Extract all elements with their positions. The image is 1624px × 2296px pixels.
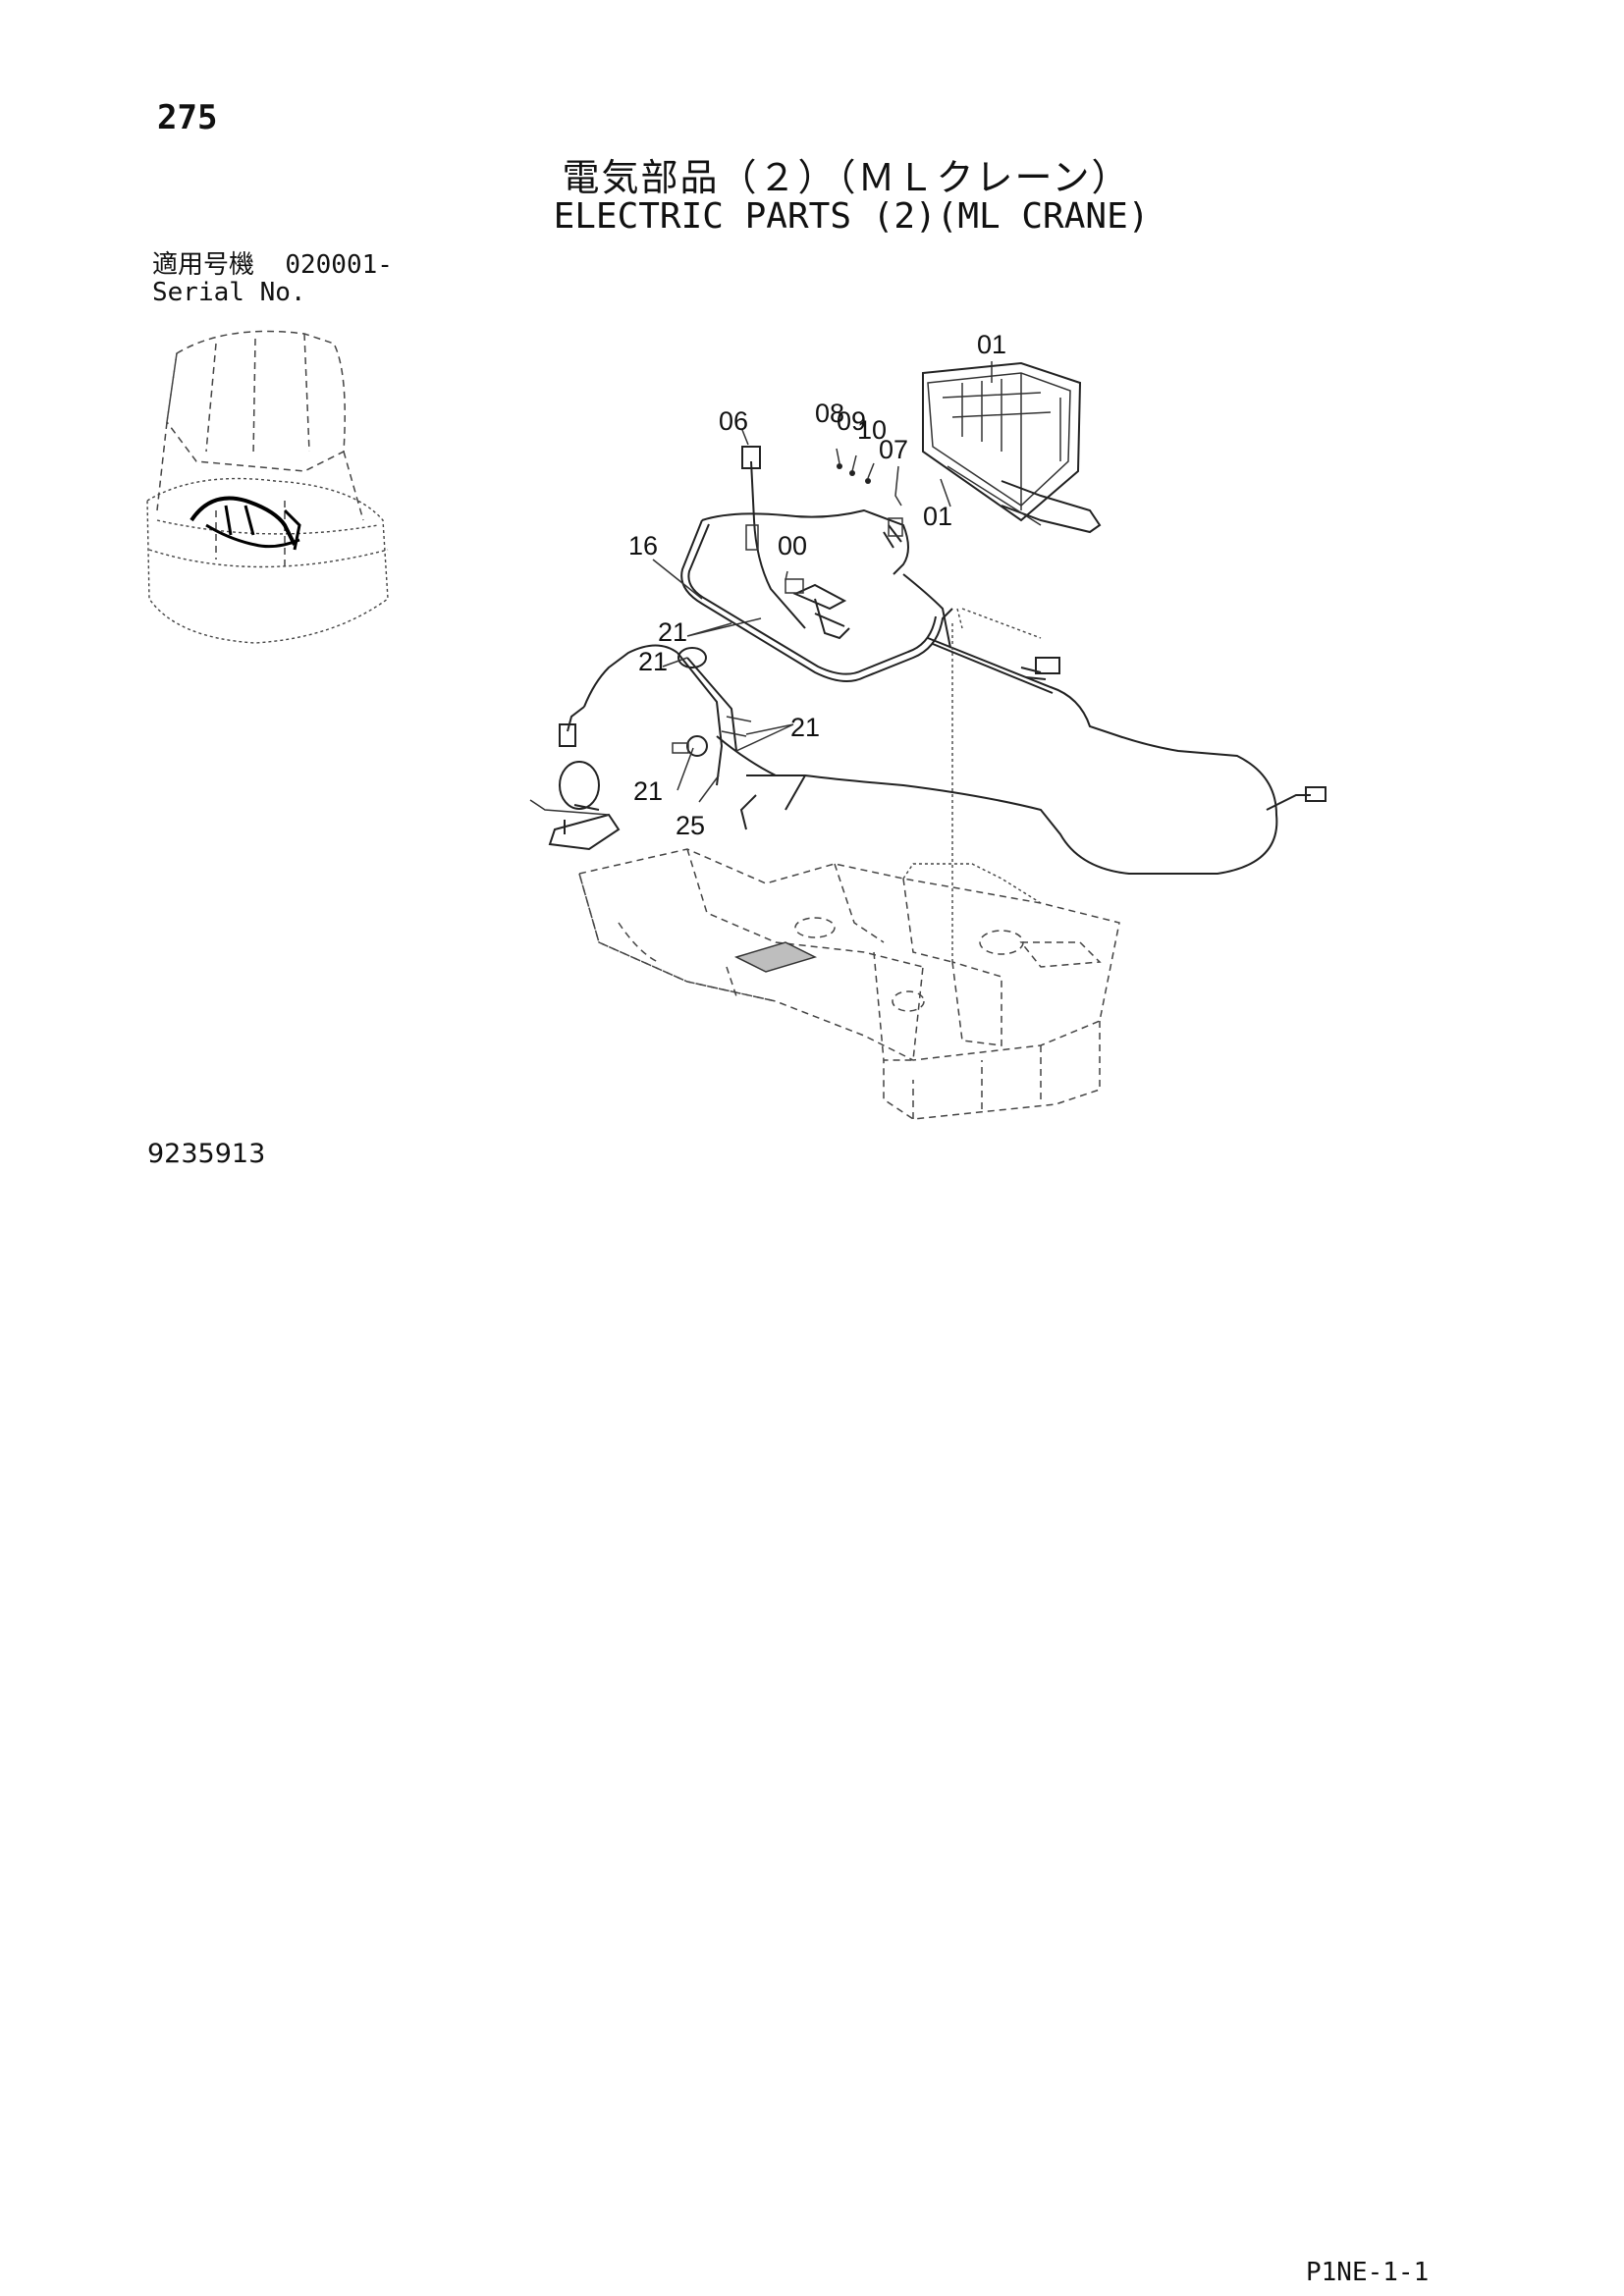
callout-16: 16 [628, 531, 658, 561]
callout-21-b: 21 [638, 647, 668, 676]
callout-00: 00 [778, 531, 807, 561]
extension-cable [716, 637, 1326, 875]
callout-06: 06 [719, 406, 748, 436]
serial-label-japanese: 適用号機 [152, 250, 255, 280]
serial-value: 020001- [285, 250, 393, 280]
serial-number-block: 適用号機 020001- Serial No. [152, 251, 393, 306]
callout-21-c: 21 [790, 713, 820, 742]
upper-frame [578, 608, 1120, 1120]
harness-highlight [189, 496, 301, 551]
serial-label-english: Serial No. [152, 278, 306, 307]
wire-harness [680, 446, 953, 682]
page-title-japanese: 電気部品（２）（ＭＬクレーン） [562, 156, 1131, 199]
locator-view [146, 330, 389, 644]
exploded-parts-diagram: 01 08 09 10 07 06 01 16 00 21 21 21 21 2… [529, 330, 1326, 1120]
connector-right-1 [1035, 657, 1060, 674]
connector-06 [741, 446, 761, 469]
callout-09: 09 [837, 406, 866, 436]
connector-right-2 [1305, 786, 1326, 802]
callout-01-top: 01 [977, 330, 1006, 359]
callout-10: 10 [857, 415, 887, 445]
page-title-english: ELECTRIC PARTS (2)(ML CRANE) [553, 196, 1150, 237]
drawing-number: 9235913 [147, 1139, 266, 1169]
callout-25: 25 [676, 811, 705, 840]
control-box [922, 361, 1102, 534]
footer-page-code: P1NE-1-1 [1306, 2258, 1430, 2287]
leader-lines [652, 361, 993, 803]
callout-21-d: 21 [633, 776, 663, 806]
serial-row-japanese: 適用号機 020001- [152, 251, 393, 279]
page-number: 275 [157, 98, 218, 137]
machine-outline [146, 330, 389, 644]
callout-01-lower: 01 [923, 502, 952, 531]
rotating-lamp-assembly [529, 644, 752, 851]
small-hardware [837, 463, 871, 484]
part-00 [785, 578, 804, 594]
callout-21-a: 21 [658, 617, 687, 647]
callout-08: 08 [815, 399, 844, 428]
callout-07: 07 [879, 435, 908, 464]
